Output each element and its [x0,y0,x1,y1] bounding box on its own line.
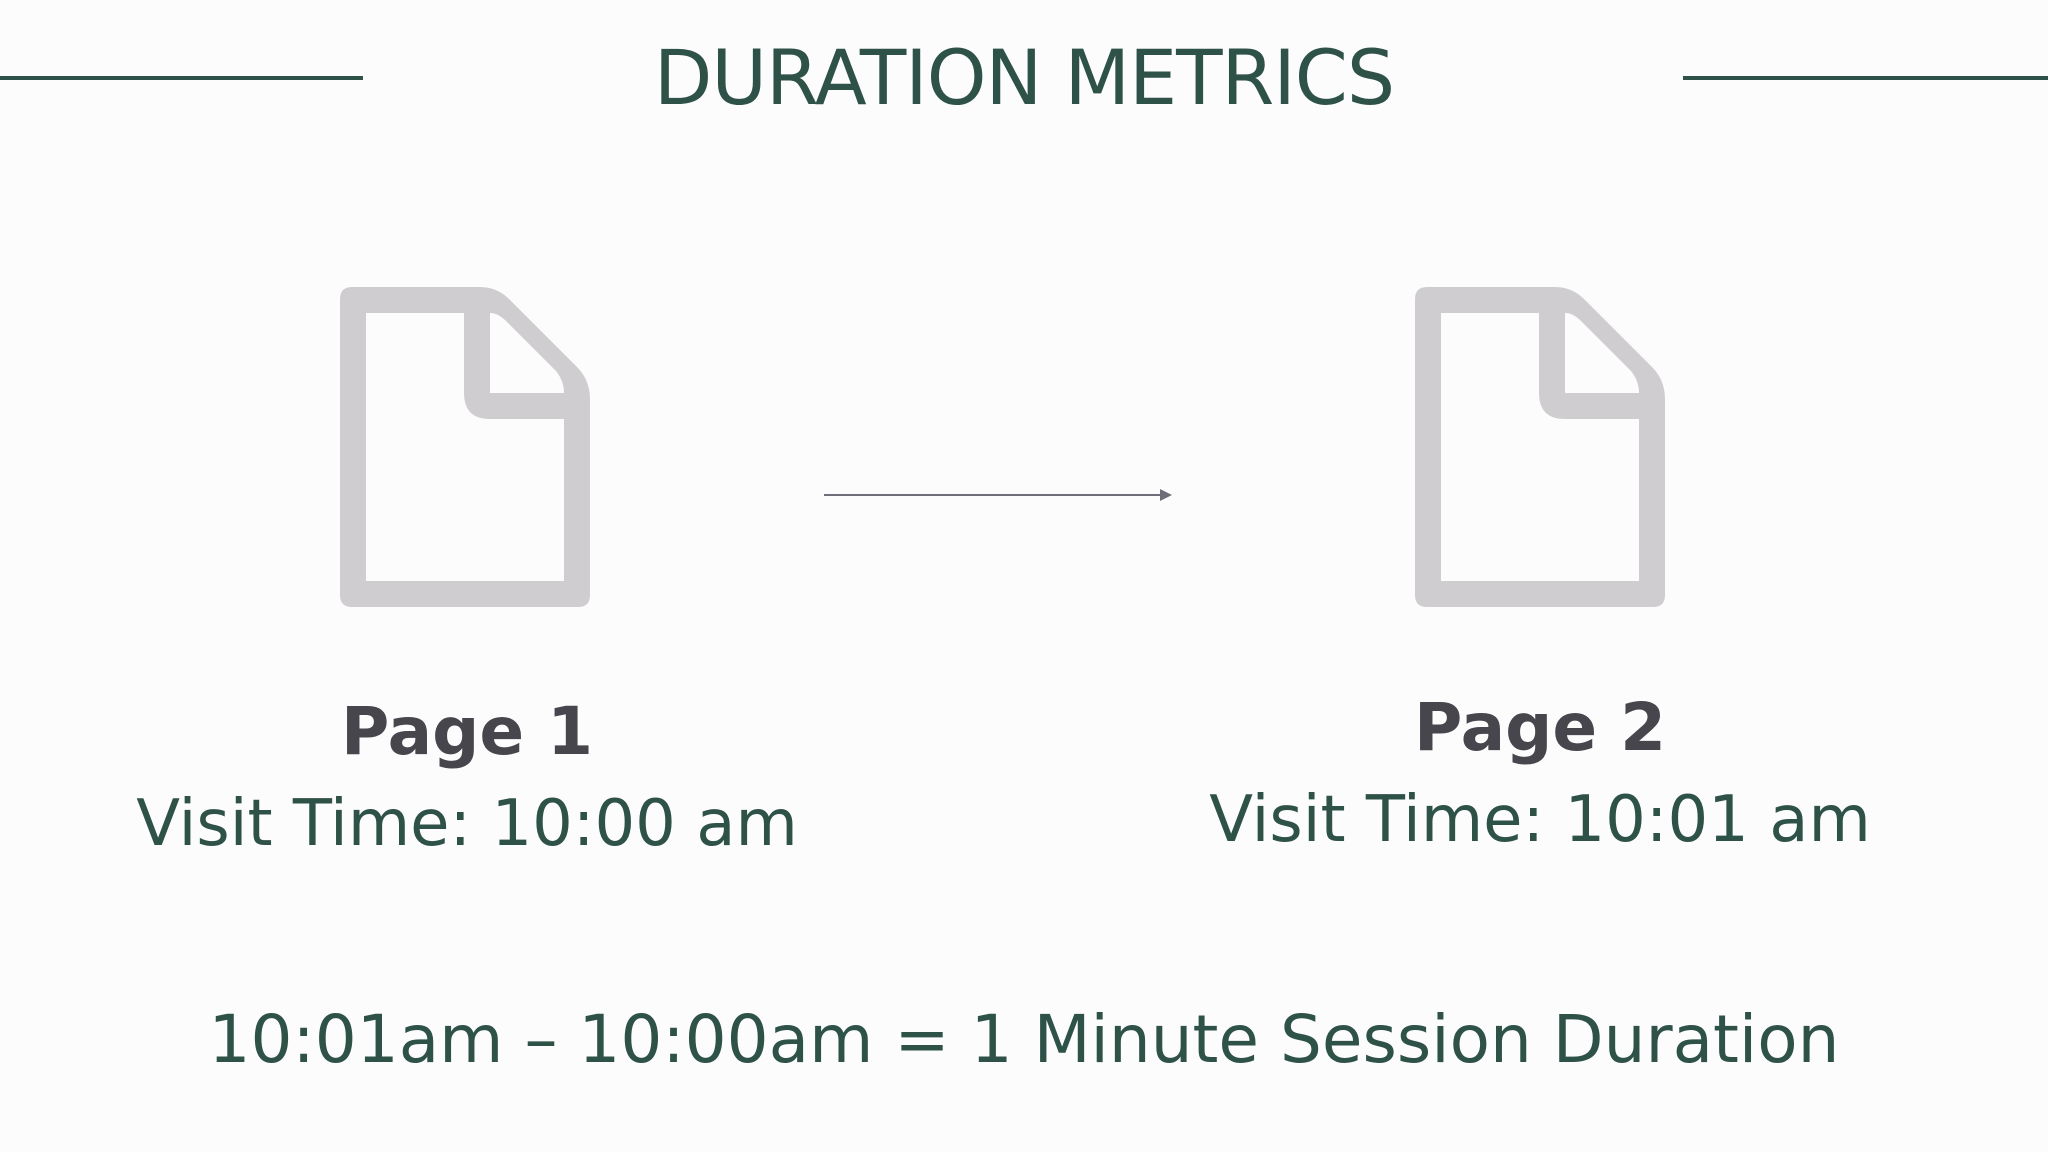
page-2-document-icon [1415,287,1665,607]
page-1-visit-time: Visit Time: 10:00 am [136,787,798,861]
title-rule-left [0,76,363,80]
page-2-visit-time: Visit Time: 10:01 am [1209,783,1871,857]
page-1-document-icon [340,287,590,607]
session-duration-formula: 10:01am – 10:00am = 1 Minute Session Dur… [208,1001,1840,1078]
flow-arrow-icon [824,489,1172,501]
page-title: DURATION METRICS [653,33,1395,122]
page-2-label: Page 2 [1413,689,1667,766]
title-rule-right [1683,76,2048,80]
page-1-label: Page 1 [340,693,594,770]
